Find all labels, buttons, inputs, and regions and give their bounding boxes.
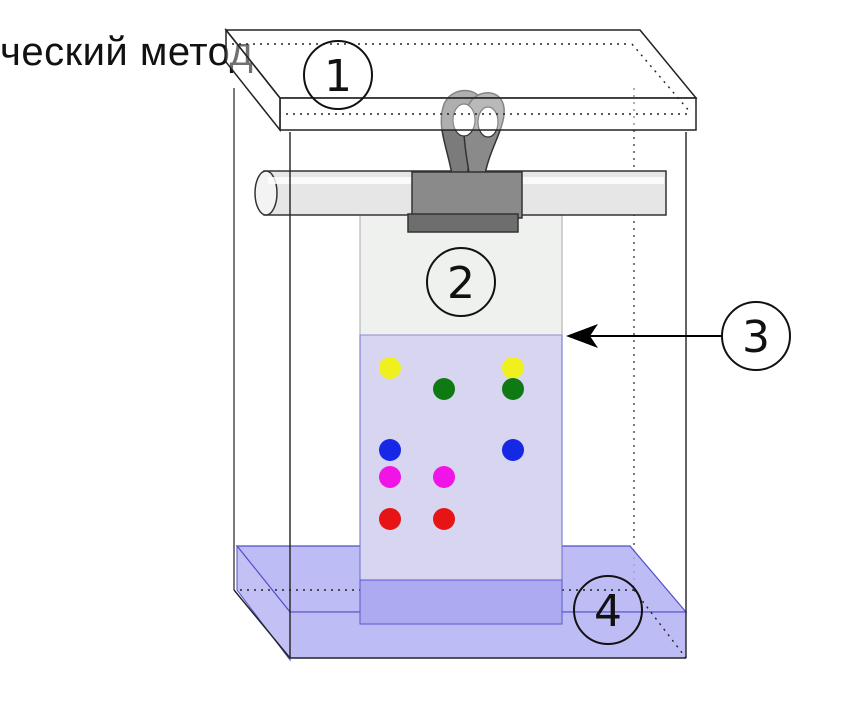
spot-lane1-magenta [379,466,401,488]
label-paper: 2 [426,247,496,317]
page-title: ческий метод [0,30,254,74]
spot-lane3-blue [502,439,524,461]
binder-clip [407,89,523,233]
spot-lane2-green [433,378,455,400]
tank-front-walls [233,132,687,659]
spot-lane1-red [379,508,401,530]
spot-lane3-green [502,378,524,400]
label-front: 3 [721,301,791,371]
label-solvent-text: 4 [594,586,622,637]
spot-lane2-magenta [433,466,455,488]
spot-lane2-red [433,508,455,530]
spot-lane1-yellow [379,357,401,379]
label-lid: 1 [303,40,373,110]
label-solvent: 4 [573,575,643,645]
label-lid-text: 1 [324,51,352,102]
spot-lane3-yellow [502,357,524,379]
spot-lane1-blue [379,439,401,461]
label-front-text: 3 [742,312,770,363]
spots-group [379,357,524,530]
solvent-front-arrow [566,324,722,348]
label-paper-text: 2 [447,258,475,309]
tank-back-edges [233,88,635,590]
lid [224,27,698,133]
